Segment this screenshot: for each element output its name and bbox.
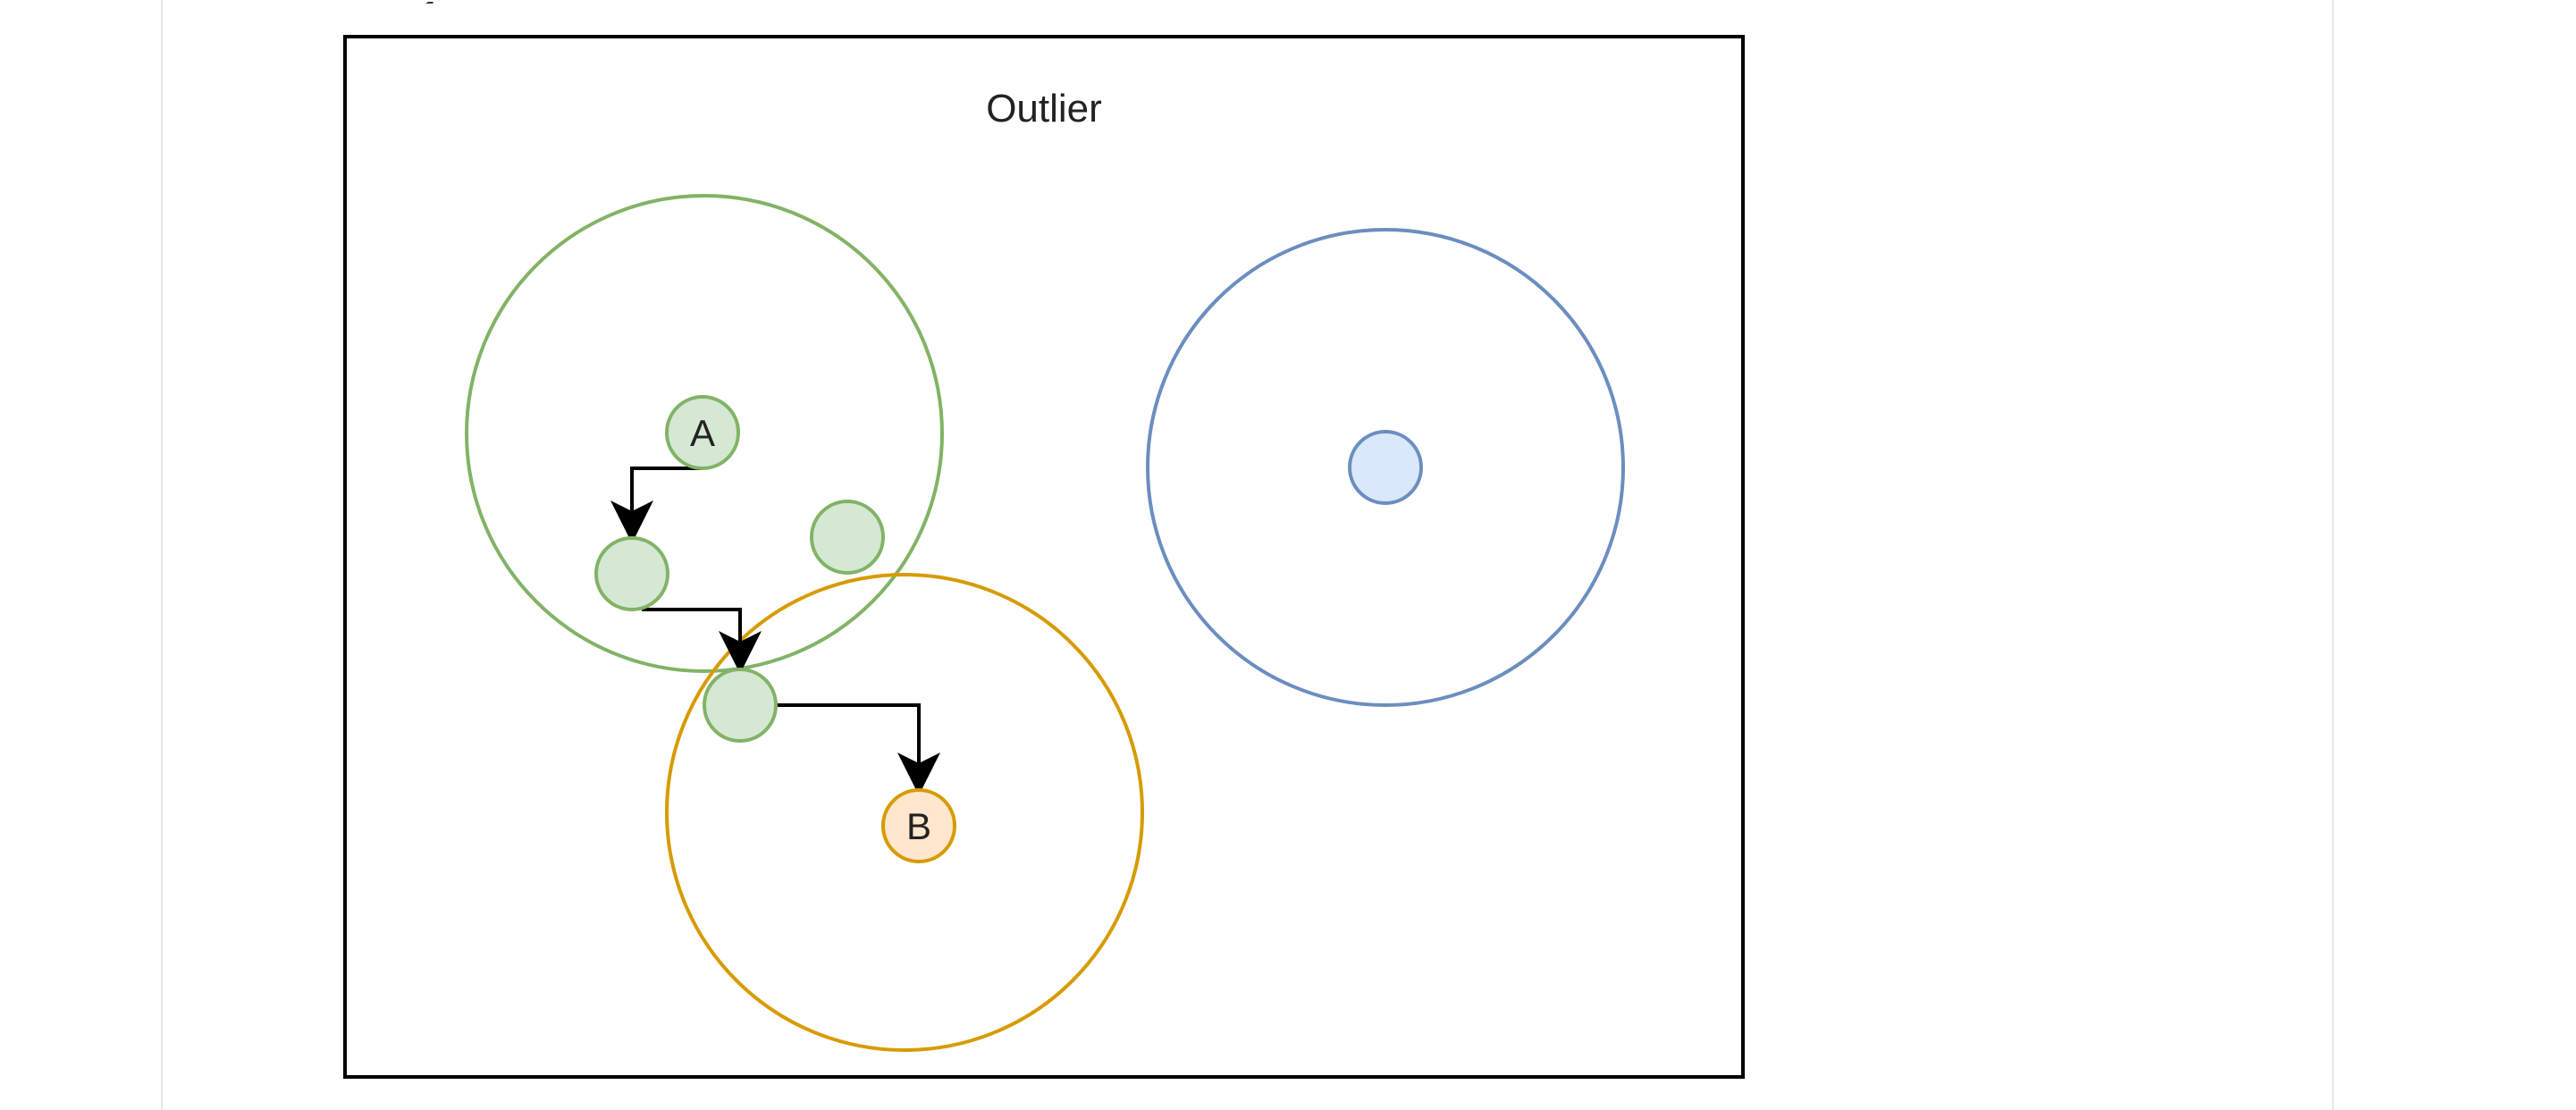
edge-point-3-to-b — [775, 703, 940, 795]
outlier-point — [1348, 430, 1423, 505]
blue-neighborhood-circle — [1146, 228, 1625, 707]
diagram-title: Outlier — [986, 87, 1102, 130]
edge-point-2-to-point-3 — [642, 608, 762, 674]
green-point-3 — [703, 668, 778, 743]
diagram-frame — [343, 35, 1745, 1079]
node-a — [665, 395, 740, 470]
content-column — [161, 0, 2334, 1110]
green-neighborhood-circle — [465, 194, 944, 673]
green-point-isolated — [810, 500, 885, 575]
node-a-label: A — [690, 412, 715, 454]
node-b — [881, 788, 956, 863]
orange-neighborhood-circle — [665, 573, 1144, 1052]
green-point-2 — [594, 536, 669, 611]
node-b-label: B — [906, 805, 931, 847]
edge-a-to-point-2 — [610, 467, 703, 543]
